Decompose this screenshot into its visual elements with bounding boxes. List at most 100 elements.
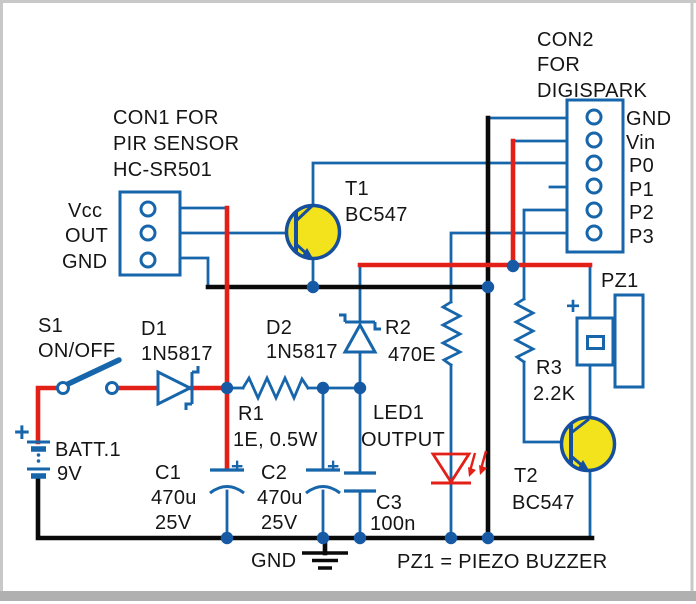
- junction-dot: [220, 531, 234, 545]
- d2-part-label: 1N5817: [266, 341, 338, 363]
- d2-schottky-hook-right: [373, 322, 381, 331]
- diode-d1-symbol: [156, 366, 200, 410]
- c2-plus-sign: +: [327, 455, 339, 478]
- diode-d2-symbol: [339, 313, 381, 354]
- bottom-note: PZ1 = PIEZO BUZZER: [397, 551, 607, 573]
- capacitor-c3-symbol: [344, 471, 376, 493]
- junction-dot: [481, 280, 495, 294]
- led1-light-arrowhead: [479, 465, 487, 475]
- r2-ref-label: R2: [385, 317, 411, 339]
- resistor-r2-zigzag: [440, 300, 464, 367]
- led1-triangle: [430, 452, 472, 485]
- con2-title-line1: CON2: [537, 29, 594, 51]
- wire-t1-collector-to-p0: [311, 161, 569, 208]
- pin-circle-p1: [585, 177, 603, 195]
- s1-mode-label: ON/OFF: [38, 340, 115, 362]
- wire-battery-plus: [35, 385, 61, 445]
- pz1-housing: [613, 293, 645, 389]
- con2-pin-label-p0: P0: [629, 155, 654, 177]
- con2-pin-label-p2: P2: [629, 202, 654, 224]
- con1-pin-label-out: OUT: [65, 225, 108, 247]
- battery-symbol: [27, 440, 50, 479]
- pz1-ref-label: PZ1: [601, 270, 639, 292]
- t2-collector: [570, 417, 590, 435]
- d1-triangle: [156, 369, 194, 407]
- con2-connector-symbol: [565, 98, 625, 254]
- resistor-r1-zigzag: [241, 374, 310, 402]
- led1-light-arrow: [468, 452, 477, 472]
- battery-dot: [36, 459, 41, 463]
- con1-pin-label-vcc: Vcc: [68, 200, 102, 222]
- junction-dot: [444, 531, 458, 545]
- s1-terminal-left: [56, 381, 70, 395]
- blue-wires: [178, 116, 592, 540]
- pin-circle-p0: [585, 154, 603, 172]
- d1-ref-label: D1: [141, 318, 167, 340]
- transistor-t1-symbol: [284, 203, 342, 261]
- t1-part-label: BC547: [345, 204, 408, 226]
- wire-bottom-ground-rail: [35, 474, 595, 541]
- r1-value-label: 1E, 0.5W: [233, 429, 318, 451]
- c3-value-label: 100n: [370, 513, 416, 535]
- t2-ref-label: T2: [514, 465, 538, 487]
- con1-title-line2: PIR SENSOR: [113, 133, 239, 155]
- ground-label: GND: [251, 550, 296, 572]
- junction-dot: [306, 280, 320, 294]
- pz1-inner-rect: [586, 335, 605, 350]
- con2-title-line2: FOR: [537, 54, 580, 76]
- con2-pin-label-p1: P1: [629, 179, 654, 201]
- led1-output-label: OUTPUT: [361, 429, 445, 451]
- capacitor-c1-symbol: [209, 468, 245, 495]
- junction-dot: [316, 381, 330, 395]
- pin-circle-gnd: [139, 251, 157, 269]
- led1-light-arrowhead: [468, 467, 476, 477]
- red-wires: [35, 138, 593, 471]
- wire-p2-to-r3: [522, 208, 569, 301]
- pin-circle-gnd: [585, 108, 603, 126]
- d1-schottky-hook-bottom: [184, 402, 192, 410]
- resistor-r3-zigzag: [513, 297, 537, 364]
- d2-ref-label: D2: [266, 317, 292, 339]
- wire-con1-gnd: [178, 256, 210, 289]
- pz1-plus-sign: +: [566, 293, 580, 320]
- pin-circle-p3: [585, 224, 603, 242]
- c2-voltage-label: 25V: [261, 512, 298, 534]
- c2-ref-label: C2: [261, 462, 287, 484]
- junction-dot: [506, 259, 520, 273]
- con2-title-line3: DIGISPARK: [537, 80, 647, 102]
- led1-ref-label: LED1: [373, 402, 424, 424]
- c1-plus-sign: +: [231, 455, 243, 478]
- d1-schottky-hook-top: [192, 366, 200, 374]
- c2-curved-plate: [305, 485, 341, 495]
- junction-dot: [353, 381, 367, 395]
- s1-terminal-right: [105, 381, 119, 395]
- battery-ref-label: BATT.1: [55, 439, 121, 461]
- pin-circle-p2: [585, 201, 603, 219]
- switch-s1-symbol: [56, 357, 122, 395]
- con2-pin-label-p3: P3: [629, 226, 654, 248]
- battery-dot: [36, 453, 41, 457]
- piezo-pz1-symbol: [575, 293, 645, 389]
- c3-ref-label: C3: [376, 492, 402, 514]
- r3-value-label: 2.2K: [533, 383, 576, 405]
- wire-p3-to-r2: [449, 231, 569, 304]
- wire-r3-to-t2-base: [522, 360, 573, 444]
- d2-schottky-hook-left: [339, 313, 347, 322]
- capacitor-c2-symbol: [305, 468, 341, 495]
- led1-symbol: [430, 450, 488, 485]
- pin-circle-vcc: [139, 200, 157, 218]
- pin-circle-vin: [585, 131, 603, 149]
- con1-title-line1: CON1 FOR: [113, 107, 219, 129]
- battery-voltage-label: 9V: [57, 463, 82, 485]
- r3-ref-label: R3: [536, 357, 562, 379]
- transistor-t2-symbol: [559, 415, 617, 473]
- r2-value-label: 470E: [388, 344, 436, 366]
- d1-part-label: 1N5817: [141, 343, 213, 365]
- con1-connector-symbol: [118, 190, 182, 277]
- junction-dots: [220, 259, 520, 545]
- pin-circle-out: [139, 224, 157, 242]
- c2-value-label: 470u: [257, 487, 303, 509]
